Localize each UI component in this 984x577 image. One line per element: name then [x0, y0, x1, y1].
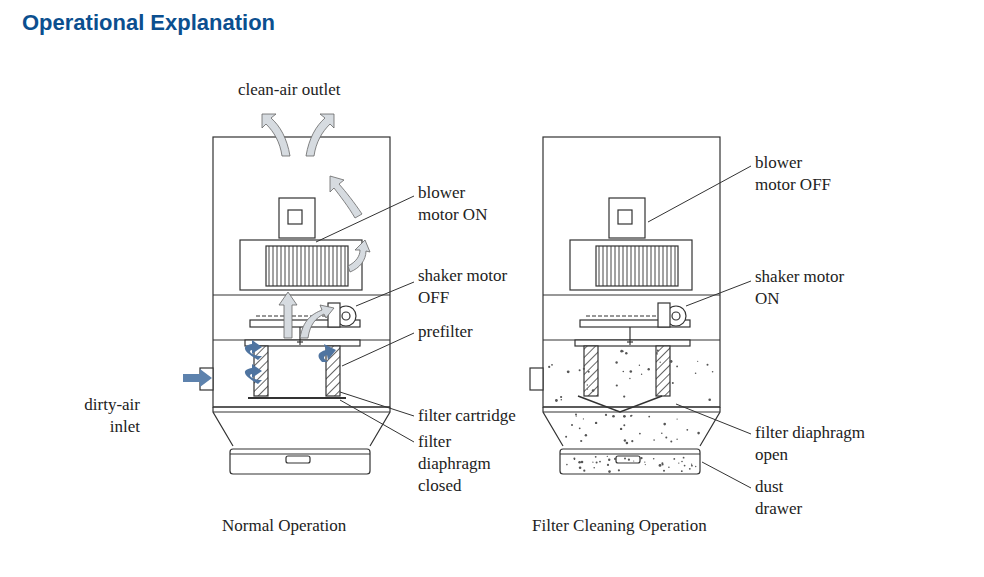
callout-label: filter diaphragm closed [418, 431, 510, 497]
callout-label: filter diaphragm open [755, 422, 895, 466]
inlet-duct [530, 368, 543, 390]
page-title: Operational Explanation [22, 10, 275, 36]
callout-label: blower motor OFF [755, 152, 837, 196]
callout-label: shaker motor OFF [418, 265, 510, 309]
callout-label: prefilter [418, 321, 473, 343]
diaphragm-closed [248, 397, 346, 399]
figure-caption: Filter Cleaning Operation [532, 515, 707, 537]
collector-cabinet [213, 137, 390, 474]
callout-label: clean-air outlet [238, 79, 340, 101]
callout-label: dust drawer [755, 476, 813, 520]
callout-label: filter cartridge [418, 405, 516, 427]
collector-cabinet [543, 137, 720, 474]
dust-particles [548, 349, 713, 473]
callout-label: dirty-air inlet [60, 394, 140, 438]
diaphragm-open [578, 396, 662, 412]
callout-label: shaker motor ON [755, 266, 847, 310]
callout-label: blower motor ON [418, 182, 500, 226]
figure-caption: Normal Operation [222, 515, 346, 537]
airflow-arrows [183, 114, 370, 387]
leader-lines [316, 166, 751, 488]
